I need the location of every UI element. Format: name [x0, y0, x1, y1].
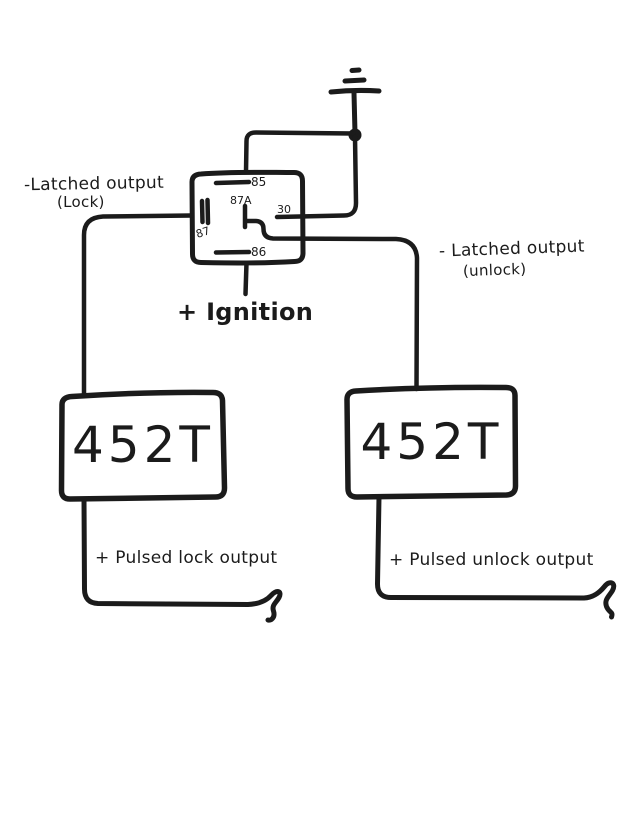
relay-pin-contacts: [199, 179, 252, 255]
wire-ground-to-relay-top: [243, 130, 356, 175]
relay-pin-label-85: 85: [251, 175, 267, 189]
label-latched-lock-sub: (Lock): [57, 193, 105, 211]
wire-pulsed-unlock-output: [375, 494, 617, 620]
pin-85-contact: [213, 179, 252, 186]
pin-87-contact-a: [199, 198, 205, 225]
wire-relay-to-ignition: [243, 260, 249, 297]
relay-box: [189, 169, 306, 266]
wire-pulsed-lock-output: [81, 496, 283, 623]
label-latched-unlock-sub: (unlock): [462, 259, 527, 281]
wire-lock-output: [81, 213, 195, 397]
relay-pin-label-30: 30: [277, 203, 291, 216]
ground-bar-wide: [328, 87, 382, 95]
module-right-label: 452T: [360, 413, 503, 471]
relay-pin-label-86: 86: [251, 245, 267, 259]
module-box-right: [344, 384, 519, 500]
ground-stem: [351, 90, 358, 136]
wire-ground-to-pin-30: [274, 134, 359, 220]
label-pulsed-lock-output: + Pulsed lock output: [95, 548, 278, 568]
module-left-label: 452T: [72, 416, 214, 474]
module-box-right-outline: [344, 384, 519, 500]
relay-outline: [189, 169, 306, 266]
ground-bar-mid: [342, 77, 367, 84]
module-box-left-outline: [58, 389, 228, 502]
pin-87-contact-b: [205, 197, 211, 226]
relay-pin-label-87a: 87A: [230, 194, 252, 207]
ground-bar-small: [349, 67, 362, 73]
label-ignition: + Ignition: [177, 298, 314, 326]
ground-symbol-icon: [328, 67, 382, 136]
wire-unlock-output: [244, 218, 420, 392]
module-box-left: [58, 389, 228, 502]
pin-86-contact: [213, 249, 252, 255]
label-pulsed-unlock-output: + Pulsed unlock output: [389, 550, 594, 570]
